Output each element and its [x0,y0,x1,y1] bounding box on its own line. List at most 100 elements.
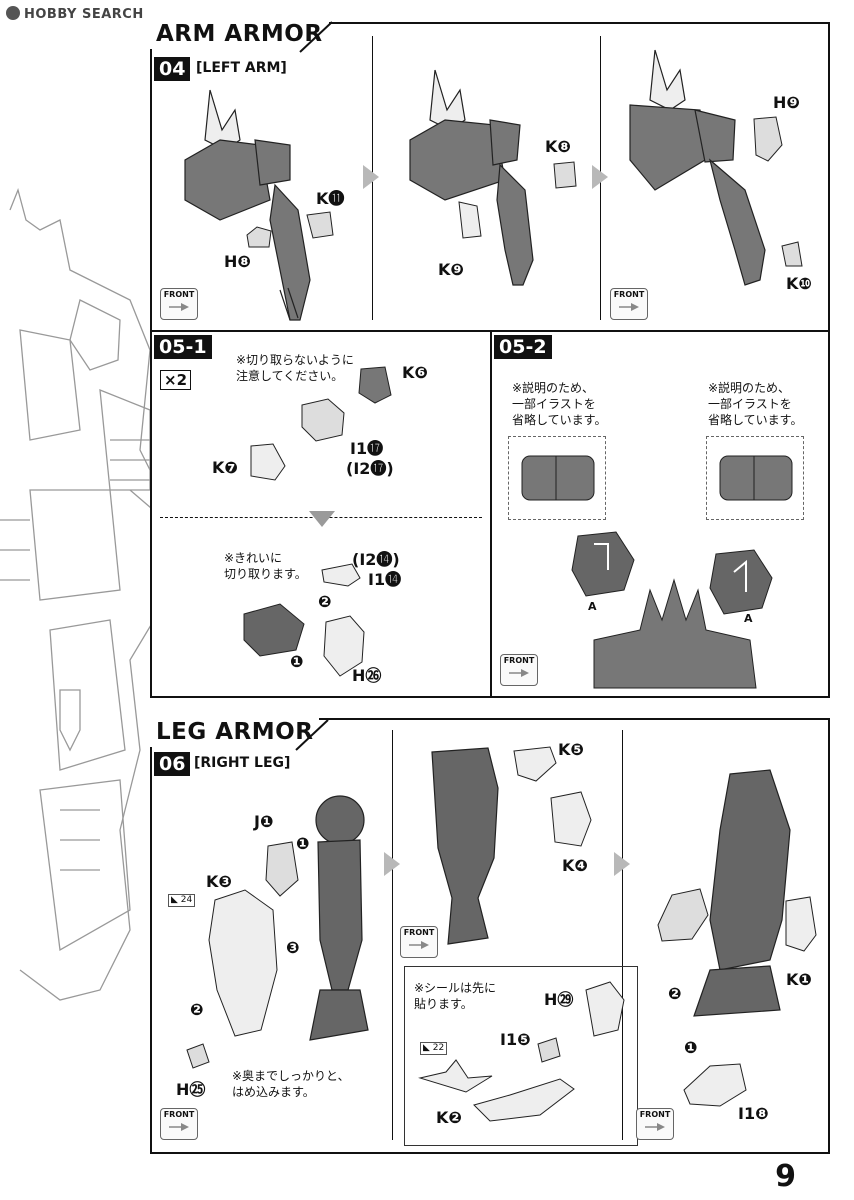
note-illustration-omitted-left: ※説明のため、 一部イラストを 省略しています。 [512,381,607,427]
step-badge-06: 06 [154,752,191,776]
part-label-K9: K❾ [438,260,464,279]
robot-upper-body-drawing [629,49,766,286]
part-knee-armor-drawing [657,888,709,942]
shoulder-detail-drawing [719,455,793,501]
part-K2-drawing [473,1078,575,1122]
step-badge-04: 04 [154,57,191,81]
robot-torso-drawing [593,578,757,689]
sticker-reference-22: ◣ 22 [420,1042,448,1055]
logo-icon [6,6,20,20]
sticker-icon: ◣ [423,1043,433,1053]
part-I1-14-drawing [321,563,361,587]
part-H26-drawing [323,615,365,677]
part-label-I1-17: I1⓱ [350,439,384,458]
part-K10-drawing [781,241,803,267]
front-arrow-icon [645,1123,665,1131]
note-press-in-fully: ※奥までしっかりと、 はめ込みます。 [232,1069,350,1099]
step-arrow-right [592,165,608,189]
order-marker-1: ❶ [296,834,310,853]
part-I1-8-drawing [683,1063,747,1107]
part-K4-drawing [550,791,592,847]
robot-upper-body-drawing [409,69,534,286]
step06-divider-2 [622,730,623,1140]
shoulder-armor-right-drawing [709,549,773,615]
front-arrow-icon [169,1123,189,1131]
part-H29-drawing [585,981,625,1037]
part-K9-drawing [458,201,482,239]
part-label-H25: H㉕ [176,1080,206,1099]
step-arrow-right [384,852,400,876]
note-do-not-cut: ※切り取らないように 注意してください。 [236,353,354,383]
title-corner-notch [299,21,333,53]
part-label-K11: K⓫ [316,189,345,208]
step-arrow-right [614,852,630,876]
front-orientation-icon: FRONT [160,288,198,320]
step-badge-05-1: 05-1 [154,335,212,359]
part-label-H29: H㉙ [544,990,574,1009]
step06-divider-1 [392,730,393,1140]
part-label-I1-8: I1❽ [738,1104,769,1123]
order-marker-1: ❶ [684,1038,698,1057]
note-apply-sticker-first: ※シールは先に 貼ります。 [414,981,497,1011]
front-arrow-icon [619,303,639,311]
part-label-K5: K❺ [558,740,584,759]
part-label-K6: K❻ [402,363,428,382]
order-marker-1: ❶ [290,652,304,671]
part-label-I2-14: (I2⓮) [352,550,400,569]
background-robot-lineart [0,187,166,1001]
part-label-H8: H❽ [224,252,251,271]
leg-armor-title: LEG ARMOR [150,717,320,747]
part-label-K1: K❶ [786,970,812,989]
title-corner-notch [295,719,329,751]
part-label-J1: J❶ [254,812,274,831]
part-label-K7: K❼ [212,458,238,477]
part-K8-drawing [553,161,577,189]
detail-box-left [508,436,606,520]
step-label-left-arm: [LEFT ARM] [196,60,287,76]
order-marker-2: ❷ [318,592,332,611]
part-label-K3: K❸ [206,872,232,891]
order-marker-3: ❸ [286,938,300,957]
sticker-piece-drawing [418,1059,493,1093]
shoulder-armor-left-drawing [571,531,635,597]
part-K3-drawing [208,889,278,1037]
quantity-badge: ×2 [160,370,192,390]
order-marker-2: ❷ [190,1000,204,1019]
step-badge-05-2: 05-2 [494,335,552,359]
part-K6-drawing [358,366,392,404]
robot-upper-body-drawing [184,89,311,321]
part-I1-5-drawing [537,1037,561,1063]
sticker-icon: ◣ [171,895,181,905]
front-orientation-icon: FRONT [636,1108,674,1140]
part-I1-17-drawing [301,398,345,442]
part-label-I2-17: (I2⓱) [346,459,394,478]
assembly-marker-A: A [744,612,753,625]
robot-leg-drawing [693,769,791,1017]
part-label-K4: K❹ [562,856,588,875]
front-arrow-icon [509,669,529,677]
front-orientation-icon: FRONT [500,654,538,686]
front-orientation-icon: FRONT [610,288,648,320]
part-K11-drawing [306,211,334,239]
step-arrow-down [309,511,335,527]
sticker-subassembly-box [404,966,638,1146]
part-H8-drawing [246,226,272,248]
part-K7-drawing [250,443,286,481]
detail-box-right [706,436,804,520]
part-label-I1-5: I1❺ [500,1030,531,1049]
step-label-right-leg: [RIGHT LEG] [194,755,291,771]
note-cut-cleanly: ※きれいに 切り取ります。 [224,551,307,581]
step-arrow-right [363,165,379,189]
robot-arm-part-drawing [243,603,305,657]
front-orientation-icon: FRONT [160,1108,198,1140]
assembly-marker-A: A [588,600,597,613]
part-label-H9: H❾ [773,93,800,112]
order-marker-2: ❷ [668,984,682,1003]
note-illustration-omitted-right: ※説明のため、 一部イラストを 省略しています。 [708,381,803,427]
page-number: 9 [775,1159,796,1194]
part-J1-drawing [265,841,299,897]
part-H9-drawing [753,116,783,162]
part-K5-drawing [513,746,557,782]
front-arrow-icon [409,941,429,949]
part-K1-drawing [785,896,817,952]
